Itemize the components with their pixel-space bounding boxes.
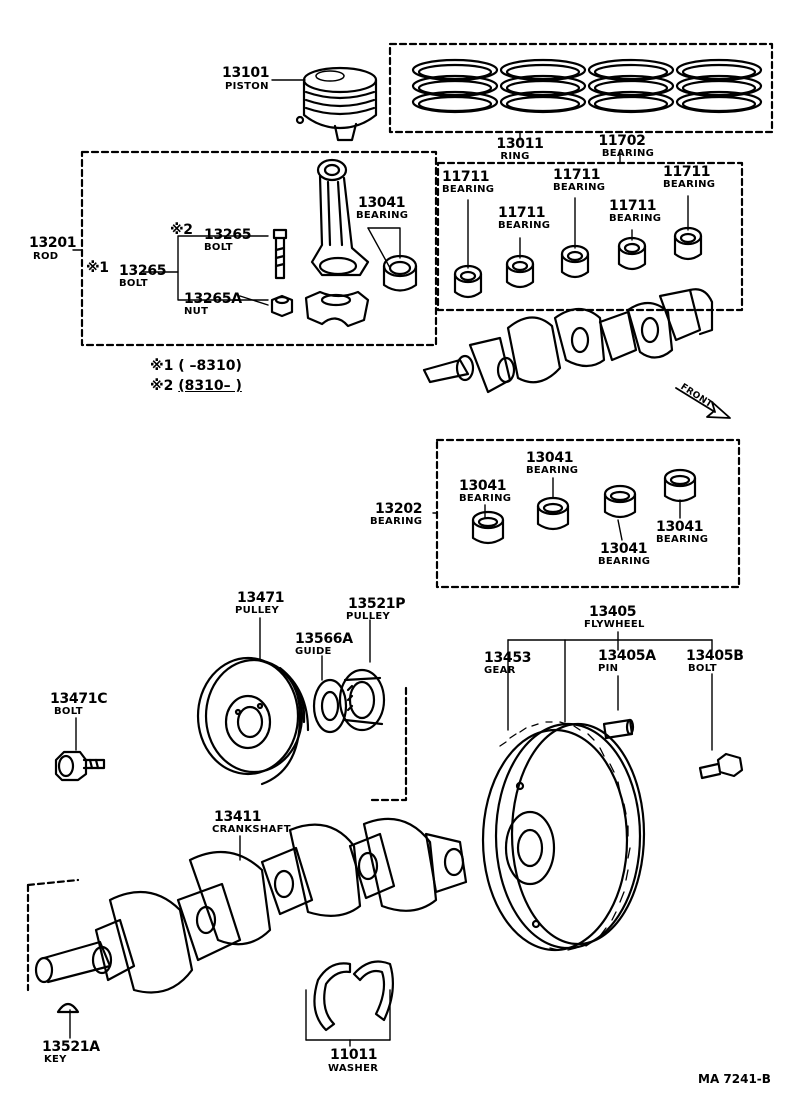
- rod-bearing-name: BEARING: [356, 210, 409, 221]
- ring-number: 13011: [496, 136, 544, 152]
- timing-pulley-drawing: [312, 668, 386, 734]
- rod-bolt-1-mark: ※1: [86, 260, 109, 276]
- washer-name: WASHER: [328, 1063, 379, 1074]
- main-bearing-5-name: BEARING: [663, 179, 716, 190]
- main-bearing-set-name: BEARING: [601, 148, 655, 159]
- rod-bearing-set-number: 13202: [375, 501, 423, 517]
- rb-d-number: 13041: [600, 541, 648, 557]
- rod-bearing-drawing: [382, 254, 418, 292]
- main-bearing-3-number: 11711: [553, 167, 601, 183]
- timing-pulley-number: 13521P: [348, 596, 406, 612]
- front-arrow-icon: [675, 387, 731, 419]
- note-2-mark: ※2: [150, 378, 174, 394]
- note-1: ※1 ( –8310): [150, 358, 242, 374]
- piston-name: PISTON: [225, 81, 269, 92]
- rod-bearing-set-name: BEARING: [370, 516, 423, 527]
- main-bearing-1-number: 11711: [442, 169, 490, 185]
- key-name: KEY: [44, 1054, 67, 1065]
- crankshaft-name: CRANKSHAFT: [212, 824, 291, 835]
- pulley-bolt-name: BOLT: [54, 706, 83, 717]
- piston-rings-drawing: [411, 58, 763, 114]
- main-bearing-3-name: BEARING: [553, 182, 606, 193]
- pulley-number: 13471: [237, 590, 285, 606]
- crankshaft-number: 13411: [214, 809, 262, 825]
- flywheel-number: 13405: [589, 604, 637, 620]
- rb-b-name: BEARING: [459, 493, 512, 504]
- piston-number: 13101: [222, 65, 270, 81]
- main-bearing-set-number: 11702: [598, 133, 646, 149]
- rod-name: ROD: [33, 251, 59, 262]
- fly-pin-name: PIN: [598, 663, 619, 674]
- key-drawing: [56, 1002, 80, 1014]
- rod-bolt-2-name: BOLT: [204, 242, 233, 253]
- main-bearing-2-name: BEARING: [498, 220, 551, 231]
- note-2: ※2 (8310– ): [150, 378, 242, 394]
- fly-bolt-name: BOLT: [688, 663, 717, 674]
- connecting-rod-drawing: [270, 158, 370, 328]
- rod-number: 13201: [29, 235, 77, 251]
- rod-bolt-2-mark: ※2: [170, 222, 193, 238]
- rb-a-number: 13041: [526, 450, 574, 466]
- rod-bolt-1-number: 13265: [119, 263, 167, 279]
- note-1-mark: ※1: [150, 358, 174, 374]
- fly-pin-number: 13405A: [598, 648, 656, 664]
- main-bearing-4-name: BEARING: [609, 213, 662, 224]
- rod-nut-number: 13265A: [184, 291, 242, 307]
- crank-pulley-drawing: [196, 656, 310, 786]
- figure-code: MA 7241-B: [698, 1072, 771, 1086]
- main-bearing-1-name: BEARING: [442, 184, 495, 195]
- rod-bearings-drawing: [471, 468, 697, 545]
- rod-nut-name: NUT: [184, 306, 209, 317]
- guide-number: 13566A: [295, 631, 353, 647]
- rod-bolt-1-name: BOLT: [119, 278, 148, 289]
- main-bearing-5-number: 11711: [663, 164, 711, 180]
- main-bearing-box: [436, 161, 744, 312]
- rod-bearing-number: 13041: [358, 195, 406, 211]
- rb-b-number: 13041: [459, 478, 507, 494]
- pulley-name: PULLEY: [235, 605, 280, 616]
- guide-name: GUIDE: [295, 646, 332, 657]
- crankshaft-upper-drawing: [422, 288, 714, 394]
- rb-d-name: BEARING: [598, 556, 651, 567]
- pulley-bolt-drawing: [54, 750, 106, 782]
- crank-dash: [26, 878, 80, 887]
- washer-number: 11011: [330, 1047, 378, 1063]
- main-bearing-2-number: 11711: [498, 205, 546, 221]
- rb-c-name: BEARING: [656, 534, 709, 545]
- fly-bolt-number: 13405B: [686, 648, 744, 664]
- ring-name: RING: [500, 151, 530, 162]
- thrust-washer-drawing: [313, 960, 395, 1032]
- main-bearing-4-number: 11711: [609, 198, 657, 214]
- note-1-text: ( –8310): [178, 358, 242, 374]
- key-number: 13521A: [42, 1039, 100, 1055]
- pulley-bolt-number: 13471C: [50, 691, 108, 707]
- ring-gear-number: 13453: [484, 650, 532, 666]
- ring-gear-name: GEAR: [484, 665, 516, 676]
- flywheel-name: FLYWHEEL: [584, 619, 645, 630]
- rod-assembly-box: [80, 150, 438, 347]
- note-2-text: (8310– ): [178, 378, 242, 394]
- rb-a-name: BEARING: [526, 465, 579, 476]
- rod-bolt-2-number: 13265: [204, 227, 252, 243]
- main-bearings-drawing: [453, 226, 703, 299]
- timing-pulley-name: PULLEY: [346, 611, 391, 622]
- flywheel-drawing: [481, 718, 744, 952]
- piston-drawing: [295, 66, 378, 142]
- rb-c-number: 13041: [656, 519, 704, 535]
- pulley-dash: [368, 686, 408, 802]
- ring-set-box: [388, 42, 774, 134]
- crankshaft-lower-drawing: [34, 817, 468, 994]
